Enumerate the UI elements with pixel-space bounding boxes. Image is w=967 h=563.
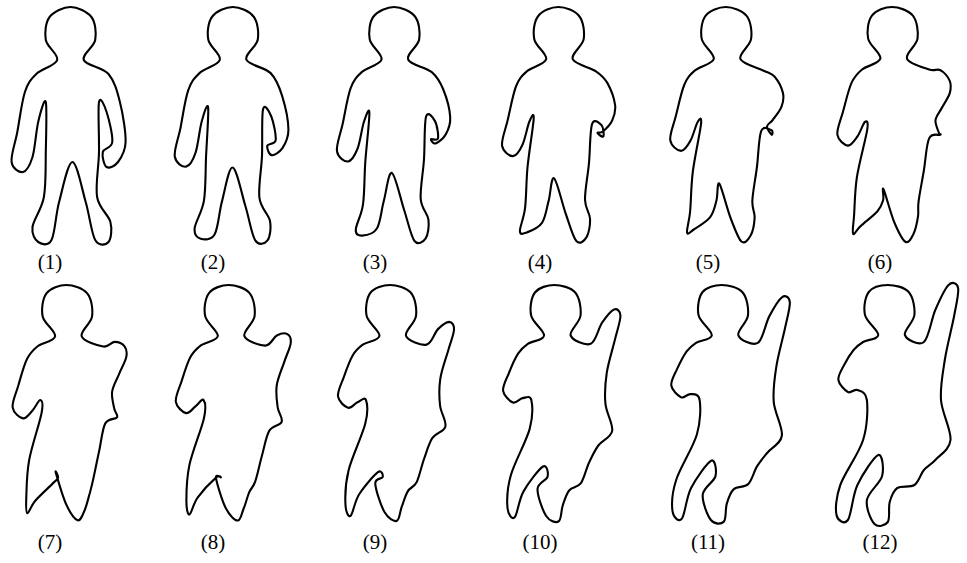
body-outline (671, 285, 790, 524)
body-outline (11, 7, 125, 245)
frame-number: (7) (38, 532, 63, 553)
frame-number: (1) (38, 252, 63, 273)
frame-number: (10) (523, 532, 558, 553)
body-outline (13, 285, 127, 520)
body-outline (503, 285, 620, 522)
body-outline (836, 283, 958, 526)
body-outline (338, 285, 454, 521)
body-outline (837, 7, 951, 242)
body-outline (502, 7, 615, 243)
frame-number: (8) (201, 532, 226, 553)
frame-number: (5) (696, 252, 721, 273)
frame-number: (4) (528, 252, 553, 273)
body-outline (175, 7, 289, 244)
frame-number: (6) (868, 252, 893, 273)
frame-number: (9) (363, 532, 388, 553)
body-outline (337, 7, 450, 243)
frame-number: (12) (863, 532, 898, 553)
body-outline (670, 7, 783, 242)
frame-number: (11) (691, 532, 725, 553)
body-outline (176, 285, 291, 521)
frame-number: (3) (363, 252, 388, 273)
frame-number: (2) (201, 252, 226, 273)
